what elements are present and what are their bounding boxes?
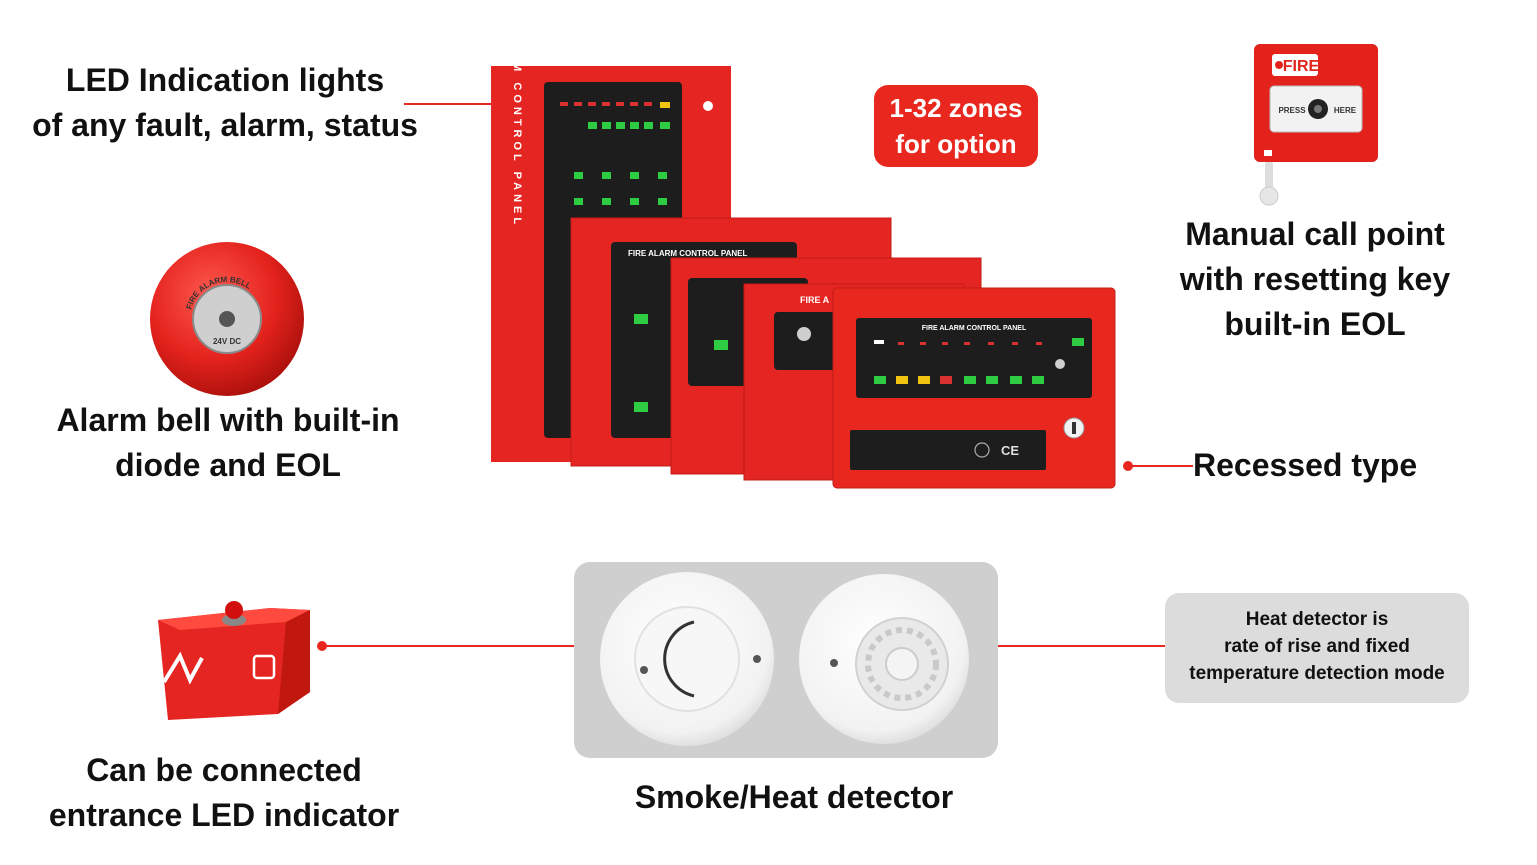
call-point-fire-label-bg xyxy=(1272,54,1318,76)
call-point-caption-line3: built-in EOL xyxy=(1224,306,1406,342)
indicator-caption: Can be connected entrance LED indicator xyxy=(14,748,434,838)
heat-box-line1: Heat detector is xyxy=(1245,609,1389,630)
front-panel-leds xyxy=(874,338,1084,384)
tall-panel-leds xyxy=(560,102,670,205)
bell-caption-line1: Alarm bell with built-in xyxy=(56,402,400,438)
zones-badge: 1-32 zones for option xyxy=(874,85,1038,167)
alarm-bell-image: FIRE ALARM BELL 24V DC xyxy=(150,242,304,396)
bell-caption-line2: diode and EOL xyxy=(115,447,341,483)
led-caption: LED Indication lights of any fault, alar… xyxy=(10,58,440,148)
flame-icon xyxy=(1275,61,1283,69)
led-caption-line1: LED Indication lights xyxy=(65,62,385,98)
panel-2-title: FIRE ALARM CONTROL PANEL xyxy=(628,249,748,258)
panel-4-title: FIRE A xyxy=(800,295,830,305)
heat-detector xyxy=(799,574,969,744)
entrance-led-indicator-image xyxy=(158,601,310,720)
recessed-connector-dot xyxy=(1123,461,1133,471)
bell-voltage-text: 24V DC xyxy=(213,337,241,346)
heat-detector-info-box: Heat detector is rate of rise and fixed … xyxy=(1165,593,1469,703)
smoke-detector xyxy=(600,572,774,746)
indicator-led-icon xyxy=(225,601,243,619)
call-point-caption: Manual call point with resetting key bui… xyxy=(1140,212,1490,347)
indicator-caption-line2: entrance LED indicator xyxy=(48,797,400,833)
front-panel-window xyxy=(850,430,1046,470)
front-panel-title: FIRE ALARM CONTROL PANEL xyxy=(922,325,1027,332)
zones-badge-line1: 1-32 zones xyxy=(889,93,1023,123)
zones-badge-line2: for option xyxy=(895,129,1017,159)
call-point-here-text: HERE xyxy=(1334,106,1357,115)
reset-key-icon xyxy=(1265,162,1273,192)
heat-box-line3: temperature detection mode xyxy=(1189,663,1445,684)
ce-mark: CE xyxy=(1001,443,1019,458)
control-panels-image: FIRE ALARM CONTROL PANEL FIRE ALARM CONT… xyxy=(491,62,1116,489)
detector-caption: Smoke/Heat detector xyxy=(634,779,954,815)
brand-logo-icon xyxy=(162,651,204,685)
recessed-caption: Recessed type xyxy=(1193,447,1418,483)
indicator-caption-line1: Can be connected xyxy=(86,752,362,788)
call-point-fire-label: FIRE xyxy=(1283,58,1320,75)
manual-call-point-image: FIRE PRESS HERE xyxy=(1254,44,1378,206)
bell-striker xyxy=(219,311,235,327)
bell-caption: Alarm bell with built-in diode and EOL xyxy=(18,398,438,488)
panel-4-face xyxy=(774,312,840,370)
heat-box-line2: rate of rise and fixed xyxy=(1224,636,1410,657)
call-point-caption-line2: with resetting key xyxy=(1179,261,1451,297)
detectors-image xyxy=(600,572,969,746)
call-point-caption-line1: Manual call point xyxy=(1185,216,1445,252)
indicator-body xyxy=(158,608,310,720)
indicator-connector-dot xyxy=(317,641,327,651)
call-point-press-text: PRESS xyxy=(1278,106,1306,115)
led-caption-line2: of any fault, alarm, status xyxy=(32,107,418,143)
key-switch-icon xyxy=(797,327,811,341)
fire-house-icon xyxy=(252,654,276,680)
tall-panel-vertical-label: FIRE ALARM CONTROL PANEL xyxy=(511,62,523,228)
